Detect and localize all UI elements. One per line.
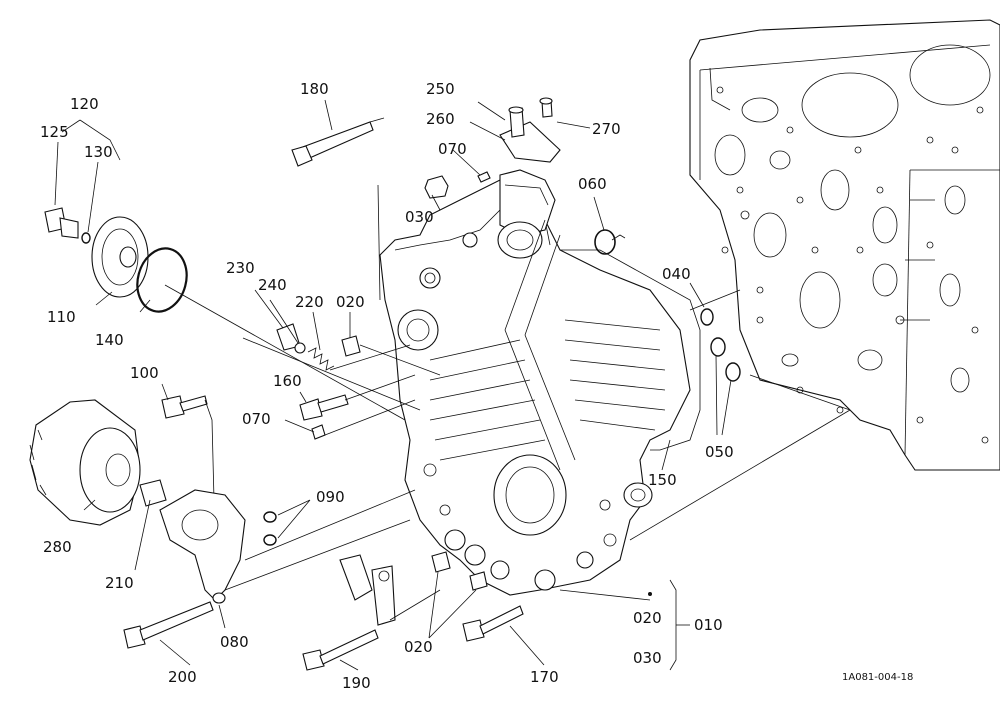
part-labels: 120 125 130 110 140 180 250 260 270 070 …	[40, 80, 913, 692]
label-250: 250	[426, 80, 455, 98]
label-040: 040	[662, 265, 691, 283]
parts	[29, 97, 741, 671]
label-020-mid: 020	[336, 293, 365, 311]
label-130: 130	[84, 143, 113, 161]
label-080: 080	[220, 633, 249, 651]
figure-code: 1A081-004-18	[842, 672, 913, 683]
engine-block	[689, 19, 1000, 471]
label-190: 190	[342, 674, 371, 692]
gear-case	[379, 169, 701, 596]
label-200: 200	[168, 668, 197, 686]
label-230: 230	[226, 259, 255, 277]
label-060: 060	[578, 175, 607, 193]
label-140: 140	[95, 331, 124, 349]
label-020-low: 020	[404, 638, 433, 656]
label-270: 270	[592, 120, 621, 138]
label-220: 220	[295, 293, 324, 311]
label-120: 120	[70, 95, 99, 113]
label-180: 180	[300, 80, 329, 98]
label-070-mid: 070	[242, 410, 271, 428]
label-030-top: 030	[405, 208, 434, 226]
label-110: 110	[47, 308, 76, 326]
label-280: 280	[43, 538, 72, 556]
label-030-right: 030	[633, 649, 662, 667]
label-240: 240	[258, 276, 287, 294]
label-050: 050	[705, 443, 734, 461]
label-150: 150	[648, 471, 677, 489]
label-170: 170	[530, 668, 559, 686]
label-090: 090	[316, 488, 345, 506]
label-100: 100	[130, 364, 159, 382]
label-020-right: 020	[633, 609, 662, 627]
label-160: 160	[273, 372, 302, 390]
label-125: 125	[40, 123, 69, 141]
label-210: 210	[105, 574, 134, 592]
label-070-top: 070	[438, 140, 467, 158]
label-010: 010	[694, 616, 723, 634]
leader-lines	[54, 99, 851, 671]
label-260: 260	[426, 110, 455, 128]
